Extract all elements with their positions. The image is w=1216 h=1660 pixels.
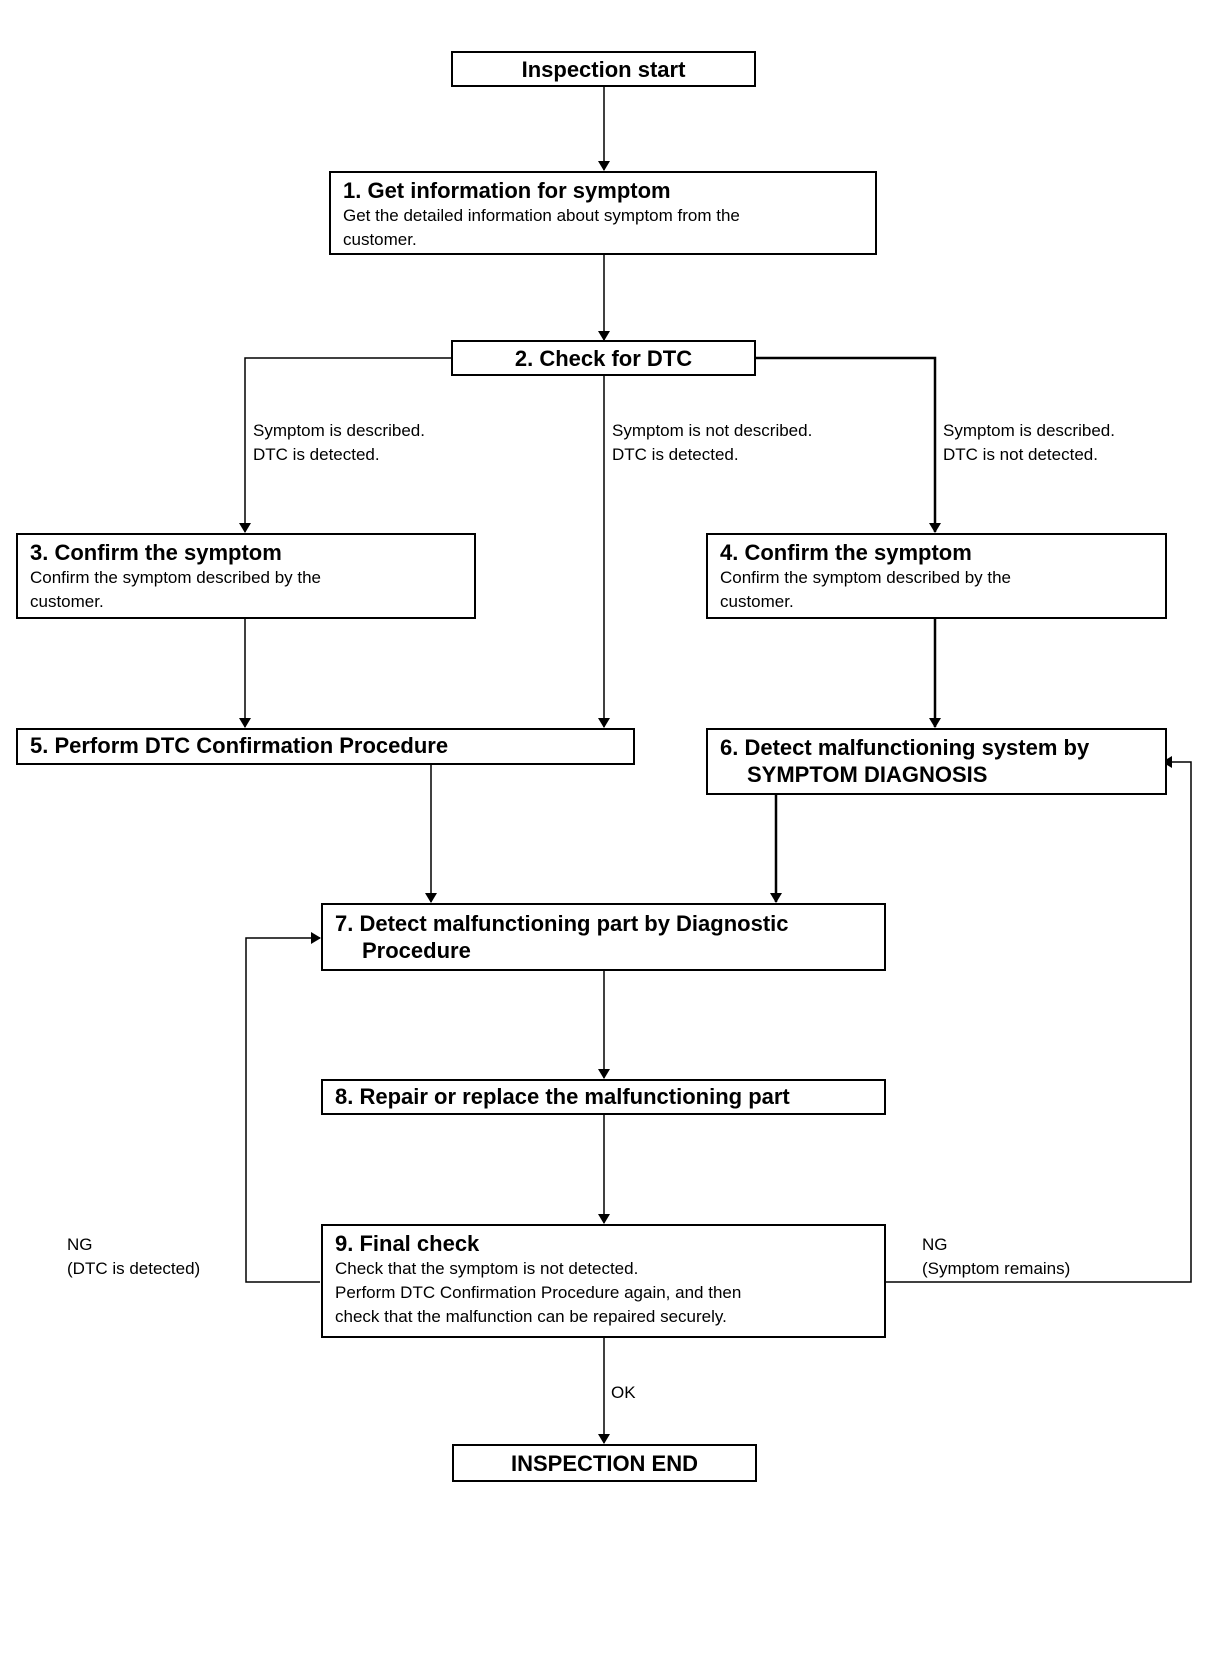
step5-title: 5. Perform DTC Confirmation Procedure (30, 733, 449, 758)
inspection-start-box: Inspection start (451, 51, 756, 87)
step9-desc-line1: Check that the symptom is not detected. (335, 1259, 639, 1278)
step3-box: 3. Confirm the symptom Confirm the sympt… (16, 533, 476, 619)
inspection-end-title: INSPECTION END (510, 1450, 699, 1476)
step7-title-line1: 7. Detect malfunctioning part by Diagnos… (335, 911, 789, 936)
step1-box: 1. Get information for symptom Get the d… (329, 171, 877, 255)
ng-left-line1: NG (67, 1235, 93, 1254)
step2-box: 2. Check for DTC (451, 340, 756, 376)
arrow-step9-ng-to-step6 (884, 756, 1192, 1283)
branch-left-line2: DTC is detected. (253, 445, 380, 464)
step3-desc-line2: customer. (30, 592, 104, 611)
branch-middle-line1: Symptom is not described. (612, 421, 813, 440)
step7-box: 7. Detect malfunctioning part by Diagnos… (321, 903, 886, 971)
step9-desc-line2: Perform DTC Confirmation Procedure again… (335, 1283, 742, 1302)
step1-title: 1. Get information for symptom (343, 178, 671, 203)
step3-title: 3. Confirm the symptom (30, 540, 282, 565)
step6-box: 6. Detect malfunctioning system by SYMPT… (706, 728, 1167, 795)
step8-box: 8. Repair or replace the malfunctioning … (321, 1079, 886, 1115)
arrow-step2-to-step3 (239, 357, 452, 533)
arrow-step9-ng-to-step7 (245, 932, 321, 1283)
arrow-step2-to-step4 (756, 356, 941, 533)
step8-title: 8. Repair or replace the malfunctioning … (335, 1084, 790, 1109)
ng-right-label: NG (Symptom remains) (922, 1233, 1070, 1281)
ng-right-line2: (Symptom remains) (922, 1259, 1071, 1278)
branch-right-line1: Symptom is described. (943, 421, 1115, 440)
step5-box: 5. Perform DTC Confirmation Procedure (16, 728, 635, 765)
step4-box: 4. Confirm the symptom Confirm the sympt… (706, 533, 1167, 619)
step4-desc-line1: Confirm the symptom described by the (720, 568, 1012, 587)
step1-desc-line1: Get the detailed information about sympt… (343, 206, 740, 225)
step6-title-line2: SYMPTOM DIAGNOSIS (747, 762, 988, 787)
ok-label: OK (611, 1383, 636, 1402)
step2-title: 2. Check for DTC (514, 345, 693, 371)
branch-middle-label: Symptom is not described. DTC is detecte… (612, 419, 812, 467)
inspection-end-box: INSPECTION END (452, 1444, 757, 1482)
step6-title-line1: 6. Detect malfunctioning system by (720, 735, 1090, 760)
step7-title-line2: Procedure (362, 938, 471, 963)
step1-desc-line2: customer. (343, 230, 417, 249)
branch-right-label: Symptom is described. DTC is not detecte… (943, 419, 1115, 467)
ng-left-label: NG (DTC is detected) (67, 1233, 200, 1281)
step4-title: 4. Confirm the symptom (720, 540, 972, 565)
inspection-start-title: Inspection start (521, 56, 686, 82)
step4-desc-line2: customer. (720, 592, 794, 611)
step9-box: 9. Final check Check that the symptom is… (321, 1224, 886, 1338)
branch-right-line2: DTC is not detected. (943, 445, 1098, 464)
ng-right-line1: NG (922, 1235, 948, 1254)
branch-middle-line2: DTC is detected. (612, 445, 739, 464)
step9-title: 9. Final check (335, 1231, 480, 1256)
branch-left-line1: Symptom is described. (253, 421, 425, 440)
ng-left-line2: (DTC is detected) (67, 1259, 201, 1278)
step9-desc-line3: check that the malfunction can be repair… (335, 1307, 727, 1326)
branch-left-label: Symptom is described. DTC is detected. (253, 419, 425, 467)
step3-desc-line1: Confirm the symptom described by the (30, 568, 322, 587)
